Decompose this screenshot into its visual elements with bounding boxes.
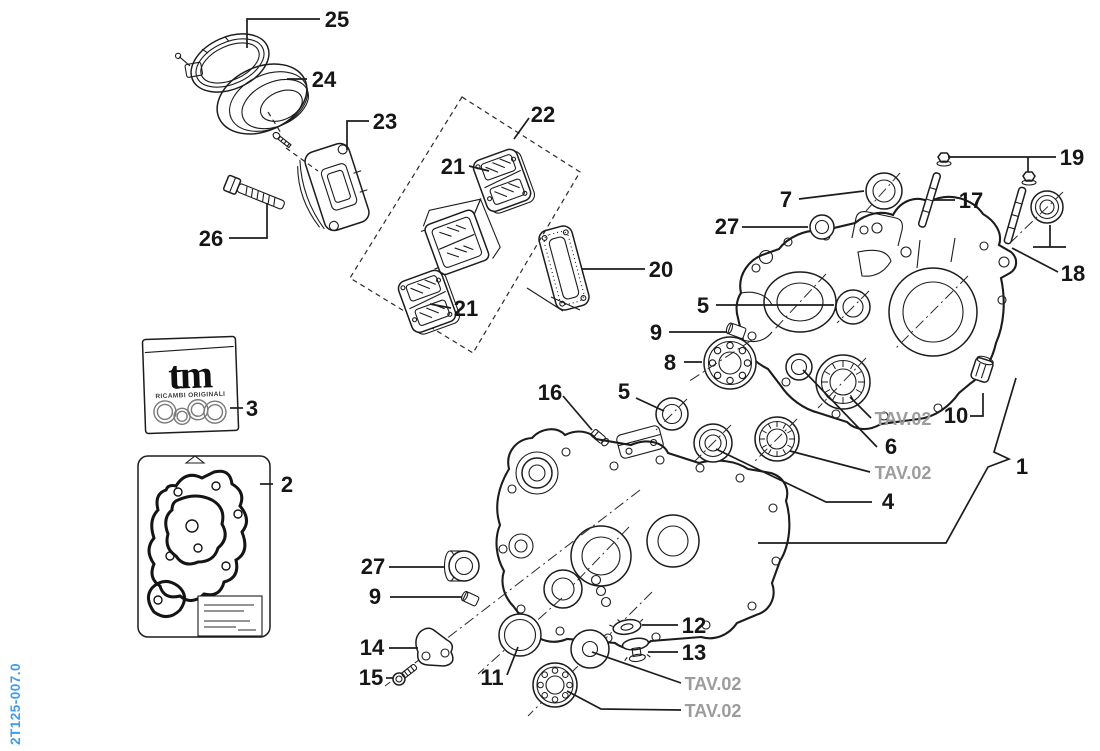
callout-16: 16: [538, 380, 562, 405]
detent-valve-part-16: [590, 429, 610, 447]
roller-ticks-mid: [760, 422, 794, 456]
callout-10: 10: [944, 403, 968, 428]
callout-4: 4: [882, 489, 895, 514]
kit-dashed-box: [349, 96, 581, 354]
callout-21-bottom: 21: [454, 296, 478, 321]
plug-part-27-bottom: [443, 550, 480, 582]
roller-ticks: [822, 361, 864, 403]
seal-kit-package-part-3: tm RICAMBI ORIGINALI: [141, 335, 240, 435]
roller-bearing-tav02-mid: [754, 416, 800, 462]
gasket-tick-1: [526, 287, 564, 312]
bushing-part-10: [970, 355, 994, 383]
callout-20: 20: [649, 257, 673, 282]
washer-tav02: [570, 629, 610, 669]
screw-axis-line: [285, 147, 319, 172]
tav-ref-4: TAV.02: [685, 701, 742, 721]
leader-lines: [229, 18, 1059, 711]
reed-valve-block: [420, 197, 501, 276]
boot-axis-line: [267, 111, 282, 134]
gasket-tick-2: [550, 296, 581, 311]
callout-26: 26: [199, 226, 223, 251]
oil-seal-part-18: [1008, 190, 1064, 245]
bearing-part-5-left: [655, 397, 689, 431]
callout-3: 3: [246, 396, 258, 421]
callout-14: 14: [360, 635, 385, 660]
callout-9-bottom: 9: [369, 584, 381, 609]
bore-axis: [895, 275, 969, 349]
callout-27-top: 27: [715, 214, 739, 239]
dowel-pin-part-9-top: [725, 322, 747, 339]
seal-11-axis: [477, 597, 563, 675]
bolt-part-15: [392, 663, 418, 686]
stud-part-18-rod: [1003, 186, 1027, 245]
bearing-part-5-right: [835, 289, 871, 325]
callout-7: 7: [780, 187, 792, 212]
callout-25: 25: [325, 7, 349, 32]
rubber-boot-part-24: [216, 63, 309, 135]
gasket-kit-package-part-2: [137, 455, 271, 638]
callout-11: 11: [480, 665, 503, 690]
tab-washer-part-12: [609, 618, 644, 636]
roller-bearing-tav02-right: [815, 354, 871, 410]
stud-part-17: [917, 172, 942, 228]
package-label-lines: [204, 604, 256, 631]
flange-nut-part-19-right: [1021, 171, 1037, 186]
tav-ref-1: TAV.02: [875, 409, 932, 429]
flange-nut-part-19-left: [936, 152, 952, 167]
oring-dots: [590, 574, 612, 608]
seal-part-4: [693, 423, 733, 463]
callout-5-right: 5: [697, 293, 709, 318]
callout-21-top: 21: [441, 154, 465, 179]
ball-bearing-part-8: [687, 336, 757, 390]
opening-axis: [773, 273, 827, 331]
callout-23: 23: [373, 109, 397, 134]
callout-24: 24: [312, 67, 337, 92]
dowel-pin-part-9-bottom: [461, 590, 480, 607]
reed-kit-group-part-22: [349, 96, 581, 354]
bracket-part-14: [415, 627, 454, 667]
detent-housing: [616, 425, 664, 459]
pressure-valve-part-13: [621, 637, 651, 663]
tav-ref-3: TAV.02: [685, 674, 742, 694]
callout-9-top: 9: [650, 320, 662, 345]
brand-subtitle-text: RICAMBI ORIGINALI: [155, 391, 225, 400]
callout-13: 13: [682, 640, 706, 665]
callout-2: 2: [281, 472, 293, 497]
callout-27-bottom: 27: [361, 554, 385, 579]
callout-5-left: 5: [618, 379, 630, 404]
callout-labels: 25 24 23 26 22 21 21 20 19 17 18 7 27 5 …: [199, 7, 1085, 721]
bolt-part-26: [222, 174, 285, 210]
ball-bearing-tav02-bottom: [532, 662, 578, 708]
callout-18: 18: [1061, 261, 1085, 286]
seal-ring-part-11: [498, 613, 542, 657]
left-case-bolt-holes: [498, 447, 781, 643]
drawing-code: 2T125-007.0: [8, 663, 23, 745]
callout-15: 15: [359, 665, 383, 690]
screw-small: [272, 131, 292, 149]
left-bore-axis: [571, 526, 630, 587]
reed-petal-plate-part-21-top: [472, 148, 536, 214]
plug-part-27-top: [809, 214, 835, 240]
oil-seal-part-7: [865, 172, 903, 212]
gasket-silhouettes: [147, 469, 248, 618]
seal-18-bracket-line: [1033, 225, 1066, 248]
seal-rings-graphic: [153, 399, 227, 425]
callout-1: 1: [1016, 454, 1028, 479]
callout-22: 22: [531, 102, 555, 127]
callout-6: 6: [885, 434, 897, 459]
reed-manifold-part-23: [297, 142, 370, 232]
intake-clamp-part-25: [174, 33, 270, 93]
callout-17: 17: [959, 188, 983, 213]
callout-19: 19: [1060, 145, 1084, 170]
brand-logo-text: tm: [168, 351, 214, 398]
gasket-holes: [153, 481, 243, 605]
left-crankcase-half: [495, 425, 791, 650]
callout-12: 12: [682, 613, 706, 638]
tav-ref-2: TAV.02: [875, 463, 932, 483]
callout-8: 8: [664, 350, 676, 375]
